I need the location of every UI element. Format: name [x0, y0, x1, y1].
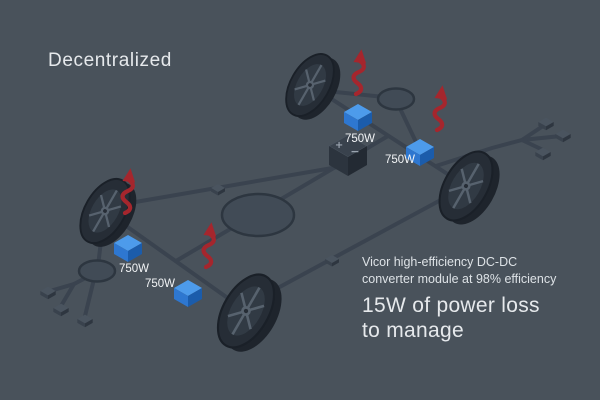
- module-label: 750W: [145, 278, 175, 290]
- rear-hub-ellipse: [77, 259, 117, 283]
- headline-line-2: to manage: [362, 319, 464, 342]
- battery: + −: [328, 134, 368, 176]
- dcdc-module-rear-right: [174, 280, 202, 307]
- connector-node: [77, 314, 93, 328]
- harness-line: [520, 134, 563, 142]
- harness-line: [434, 138, 524, 168]
- module-label: 750W: [119, 263, 149, 275]
- slide-title: Decentralized: [48, 50, 172, 71]
- battery-left-face: [329, 146, 348, 176]
- caption-line-2: converter module at 98% efficiency: [362, 272, 557, 286]
- connector-node: [53, 303, 69, 317]
- harness-line: [59, 282, 76, 308]
- central-hub-ellipse: [220, 192, 296, 238]
- front-hub-ellipse: [376, 87, 416, 111]
- heat-arrow-icon: [431, 85, 449, 131]
- wheel-right: [427, 141, 512, 235]
- wheel-top: [275, 44, 352, 129]
- chassis-line: [110, 164, 346, 208]
- module-label: 750W: [345, 133, 375, 145]
- connector-node: [555, 129, 571, 143]
- chassis-line: [248, 186, 465, 305]
- module-label: 750W: [385, 154, 415, 166]
- headline-line-1: 15W of power loss: [362, 294, 540, 317]
- caption-line-1: Vicor high-efficiency DC-DC: [362, 255, 517, 269]
- heat-arrow-icon: [350, 49, 368, 95]
- harness-line: [520, 138, 545, 152]
- annotation-block: Vicor high-efficiency DC-DC converter mo…: [362, 255, 557, 342]
- dcdc-module-rear-left: [114, 235, 142, 262]
- battery-minus-mark: −: [350, 145, 359, 158]
- battery-right-face: [348, 146, 367, 176]
- wheel-bottom: [205, 263, 295, 363]
- battery-plus-mark: +: [335, 140, 343, 151]
